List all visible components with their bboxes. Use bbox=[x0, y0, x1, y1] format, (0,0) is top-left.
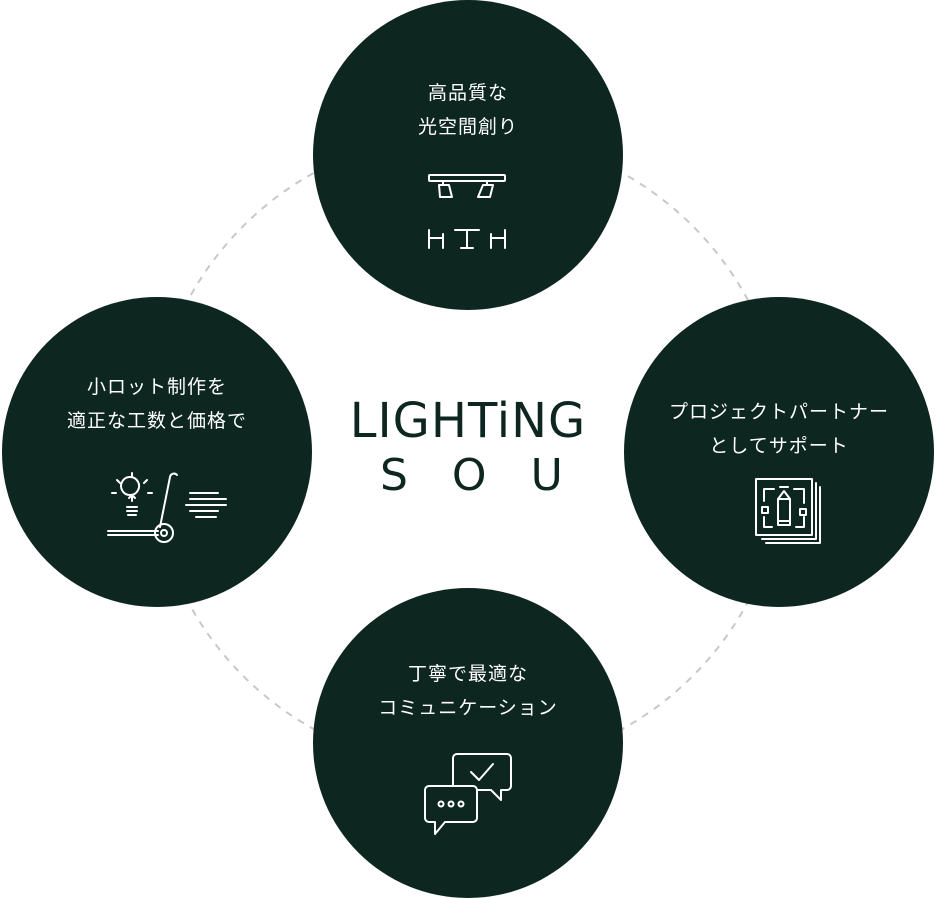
node-label-line2: としてサポート bbox=[709, 435, 849, 457]
chat-check-icon bbox=[424, 753, 512, 835]
node-label-line2: 光空間創り bbox=[417, 116, 518, 138]
node-label-line1: 小ロット制作を bbox=[86, 376, 227, 398]
node-label-line1: プロジェクトパートナー bbox=[668, 401, 889, 423]
node-small-lot-production: 小ロット制作を 適正な工数と価格で bbox=[2, 297, 312, 607]
node-label: 丁寧で最適な コミュニケーション bbox=[313, 657, 623, 725]
node-project-partner: プロジェクトパートナー としてサポート bbox=[624, 297, 934, 607]
brand-logo: LIGHTiNG SOU bbox=[340, 395, 596, 515]
node-label-line1: 丁寧で最適な bbox=[407, 663, 528, 685]
logo-line2: SOU bbox=[380, 450, 607, 501]
node-label-line2: 適正な工数と価格で bbox=[66, 410, 247, 432]
blueprint-pencil-icon bbox=[755, 478, 821, 544]
node-communication: 丁寧で最適な コミュニケーション bbox=[313, 588, 623, 898]
node-label-line2: コミュニケーション bbox=[378, 697, 558, 719]
node-label: プロジェクトパートナー としてサポート bbox=[624, 395, 934, 463]
logo-line1: LIGHTiNG bbox=[349, 393, 587, 449]
bulb-cart-icon bbox=[107, 472, 227, 543]
lighting-table-icon bbox=[428, 174, 506, 249]
node-label-line1: 高品質な bbox=[427, 82, 508, 104]
node-high-quality-lighting: 高品質な 光空間創り bbox=[313, 0, 623, 310]
node-label: 高品質な 光空間創り bbox=[313, 76, 623, 144]
node-label: 小ロット制作を 適正な工数と価格で bbox=[2, 370, 312, 438]
